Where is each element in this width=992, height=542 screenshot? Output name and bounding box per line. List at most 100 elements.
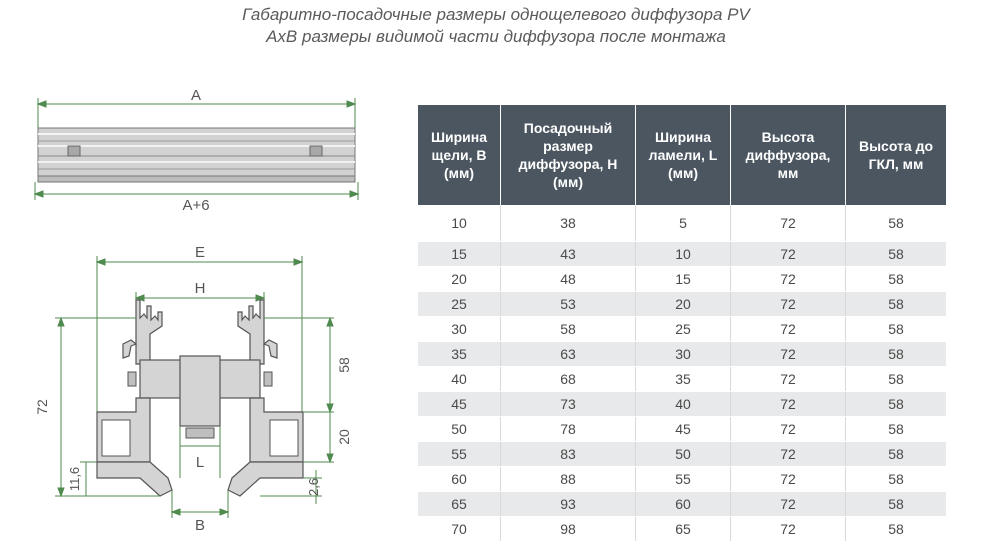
table-cell: 58 — [845, 516, 946, 542]
header-lamella-width: Ширина ламели, L (мм) — [635, 105, 731, 205]
table-cell: 58 — [845, 205, 946, 242]
table-cell: 58 — [845, 366, 946, 392]
table-cell: 40 — [635, 391, 731, 417]
table-cell: 40 — [418, 366, 501, 392]
table-cell: 58 — [845, 441, 946, 467]
table-cell: 72 — [730, 366, 846, 392]
table-cell: 72 — [730, 466, 846, 492]
header-mounting-size: Посадочный размер диффузора, H (мм) — [500, 105, 636, 205]
page-title: Габаритно-посадочные размеры однощелевог… — [0, 4, 992, 48]
table-cell: 72 — [730, 316, 846, 342]
label-2-6: 2,6 — [306, 478, 321, 496]
table-cell: 60 — [418, 466, 501, 492]
table-cell: 55 — [635, 466, 731, 492]
table-cell: 35 — [418, 341, 501, 367]
table-cell: 15 — [635, 266, 731, 292]
table-cell: 72 — [730, 391, 846, 417]
label-b: B — [195, 517, 205, 533]
table-cell: 98 — [500, 516, 636, 542]
label-11-6: 11,6 — [67, 467, 82, 491]
table-cell: 60 — [635, 491, 731, 517]
table-cell: 43 — [500, 241, 636, 267]
table-cell: 72 — [730, 416, 846, 442]
table-cell: 58 — [845, 266, 946, 292]
table-cell: 63 — [500, 341, 636, 367]
table-cell: 68 — [500, 366, 636, 392]
label-72: 72 — [34, 399, 50, 415]
table-cell: 15 — [418, 241, 501, 267]
table-cell: 65 — [635, 516, 731, 542]
label-a6: A+6 — [182, 197, 209, 214]
table-cell: 5 — [635, 205, 731, 242]
table-cell: 72 — [730, 266, 846, 292]
label-l: L — [196, 454, 204, 471]
table-cell: 53 — [500, 291, 636, 317]
table-cell: 88 — [500, 466, 636, 492]
table-cell: 58 — [845, 316, 946, 342]
table-cell: 72 — [730, 205, 846, 242]
dimension-a — [36, 98, 357, 128]
table-cell: 70 — [418, 516, 501, 542]
table-cell: 58 — [845, 341, 946, 367]
header-height-to-gkl: Высота до ГКЛ, мм — [845, 105, 946, 205]
title-line-1: Габаритно-посадочные размеры однощелевог… — [242, 5, 750, 24]
table-cell: 50 — [635, 441, 731, 467]
table-cell: 45 — [418, 391, 501, 417]
label-58: 58 — [336, 357, 352, 373]
fastener-right — [309, 145, 323, 157]
header-slot-width: Ширина щели, B (мм) — [418, 105, 501, 205]
label-h: H — [195, 280, 206, 297]
table-cell: 83 — [500, 441, 636, 467]
table-cell: 30 — [635, 341, 731, 367]
table-cell: 10 — [635, 241, 731, 267]
table-cell: 78 — [500, 416, 636, 442]
table-cell: 93 — [500, 491, 636, 517]
dimension-a6 — [33, 182, 360, 200]
table-cell: 20 — [635, 291, 731, 317]
dimensions-table: Ширина щели, B (мм) Посадочный размер ди… — [418, 105, 946, 542]
section-view-drawing: E H — [34, 244, 352, 533]
table-cell: 58 — [845, 241, 946, 267]
table-cell: 58 — [845, 466, 946, 492]
fastener-left — [67, 145, 81, 157]
label-20: 20 — [336, 429, 352, 445]
table-cell: 72 — [730, 441, 846, 467]
table-cell: 10 — [418, 205, 501, 242]
table-cell: 72 — [730, 491, 846, 517]
table-cell: 73 — [500, 391, 636, 417]
label-a: A — [191, 87, 201, 104]
table-cell: 58 — [845, 291, 946, 317]
table-cell: 72 — [730, 516, 846, 542]
table-cell: 30 — [418, 316, 501, 342]
table-cell: 65 — [418, 491, 501, 517]
title-line-2: AxB размеры видимой части диффузора посл… — [266, 27, 726, 46]
profile-body — [37, 127, 356, 177]
table-cell: 58 — [845, 416, 946, 442]
table-cell: 25 — [635, 316, 731, 342]
top-view-drawing: A A+6 — [33, 87, 360, 214]
table-cell: 72 — [730, 341, 846, 367]
table-cell: 58 — [500, 316, 636, 342]
table-cell: 55 — [418, 441, 501, 467]
table-cell: 25 — [418, 291, 501, 317]
header-diffuser-height: Высота диффузора, мм — [730, 105, 846, 205]
table-cell: 72 — [730, 291, 846, 317]
table-cell: 50 — [418, 416, 501, 442]
table-cell: 48 — [500, 266, 636, 292]
table-cell: 20 — [418, 266, 501, 292]
table-cell: 45 — [635, 416, 731, 442]
table-cell: 72 — [730, 241, 846, 267]
